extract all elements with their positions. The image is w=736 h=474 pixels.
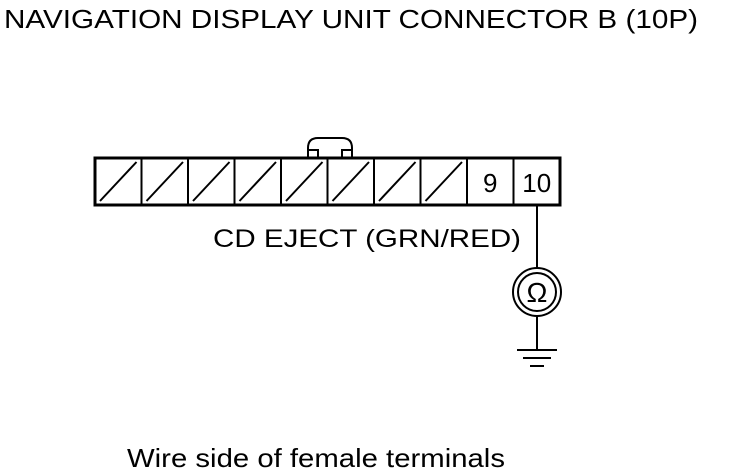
cavity-empty-hatch — [285, 161, 324, 202]
diagram-title: NAVIGATION DISPLAY UNIT CONNECTOR B (10P… — [4, 4, 698, 34]
cavity-empty-hatch — [238, 161, 277, 202]
connector-latch — [307, 137, 353, 158]
connector-body: 9 10 — [93, 156, 562, 207]
wire-label: CD EJECT (GRN/RED) — [213, 225, 521, 253]
cavity-empty-hatch — [192, 161, 231, 202]
cavity-empty-hatch — [378, 161, 417, 202]
cavity-empty-hatch — [331, 161, 370, 202]
connector-latch-step — [308, 149, 352, 158]
ohmmeter-icon: Ω — [512, 267, 562, 317]
cavity-empty-hatch — [424, 161, 463, 202]
terminal-number-10: 10 — [522, 168, 551, 198]
ground-icon — [517, 349, 557, 367]
cavity-empty-hatch — [145, 161, 184, 202]
diagram-caption: Wire side of female terminals — [127, 443, 505, 473]
cavity-empty-hatch — [99, 161, 138, 202]
terminal-number-9: 9 — [483, 168, 497, 198]
ohm-symbol: Ω — [527, 277, 548, 308]
